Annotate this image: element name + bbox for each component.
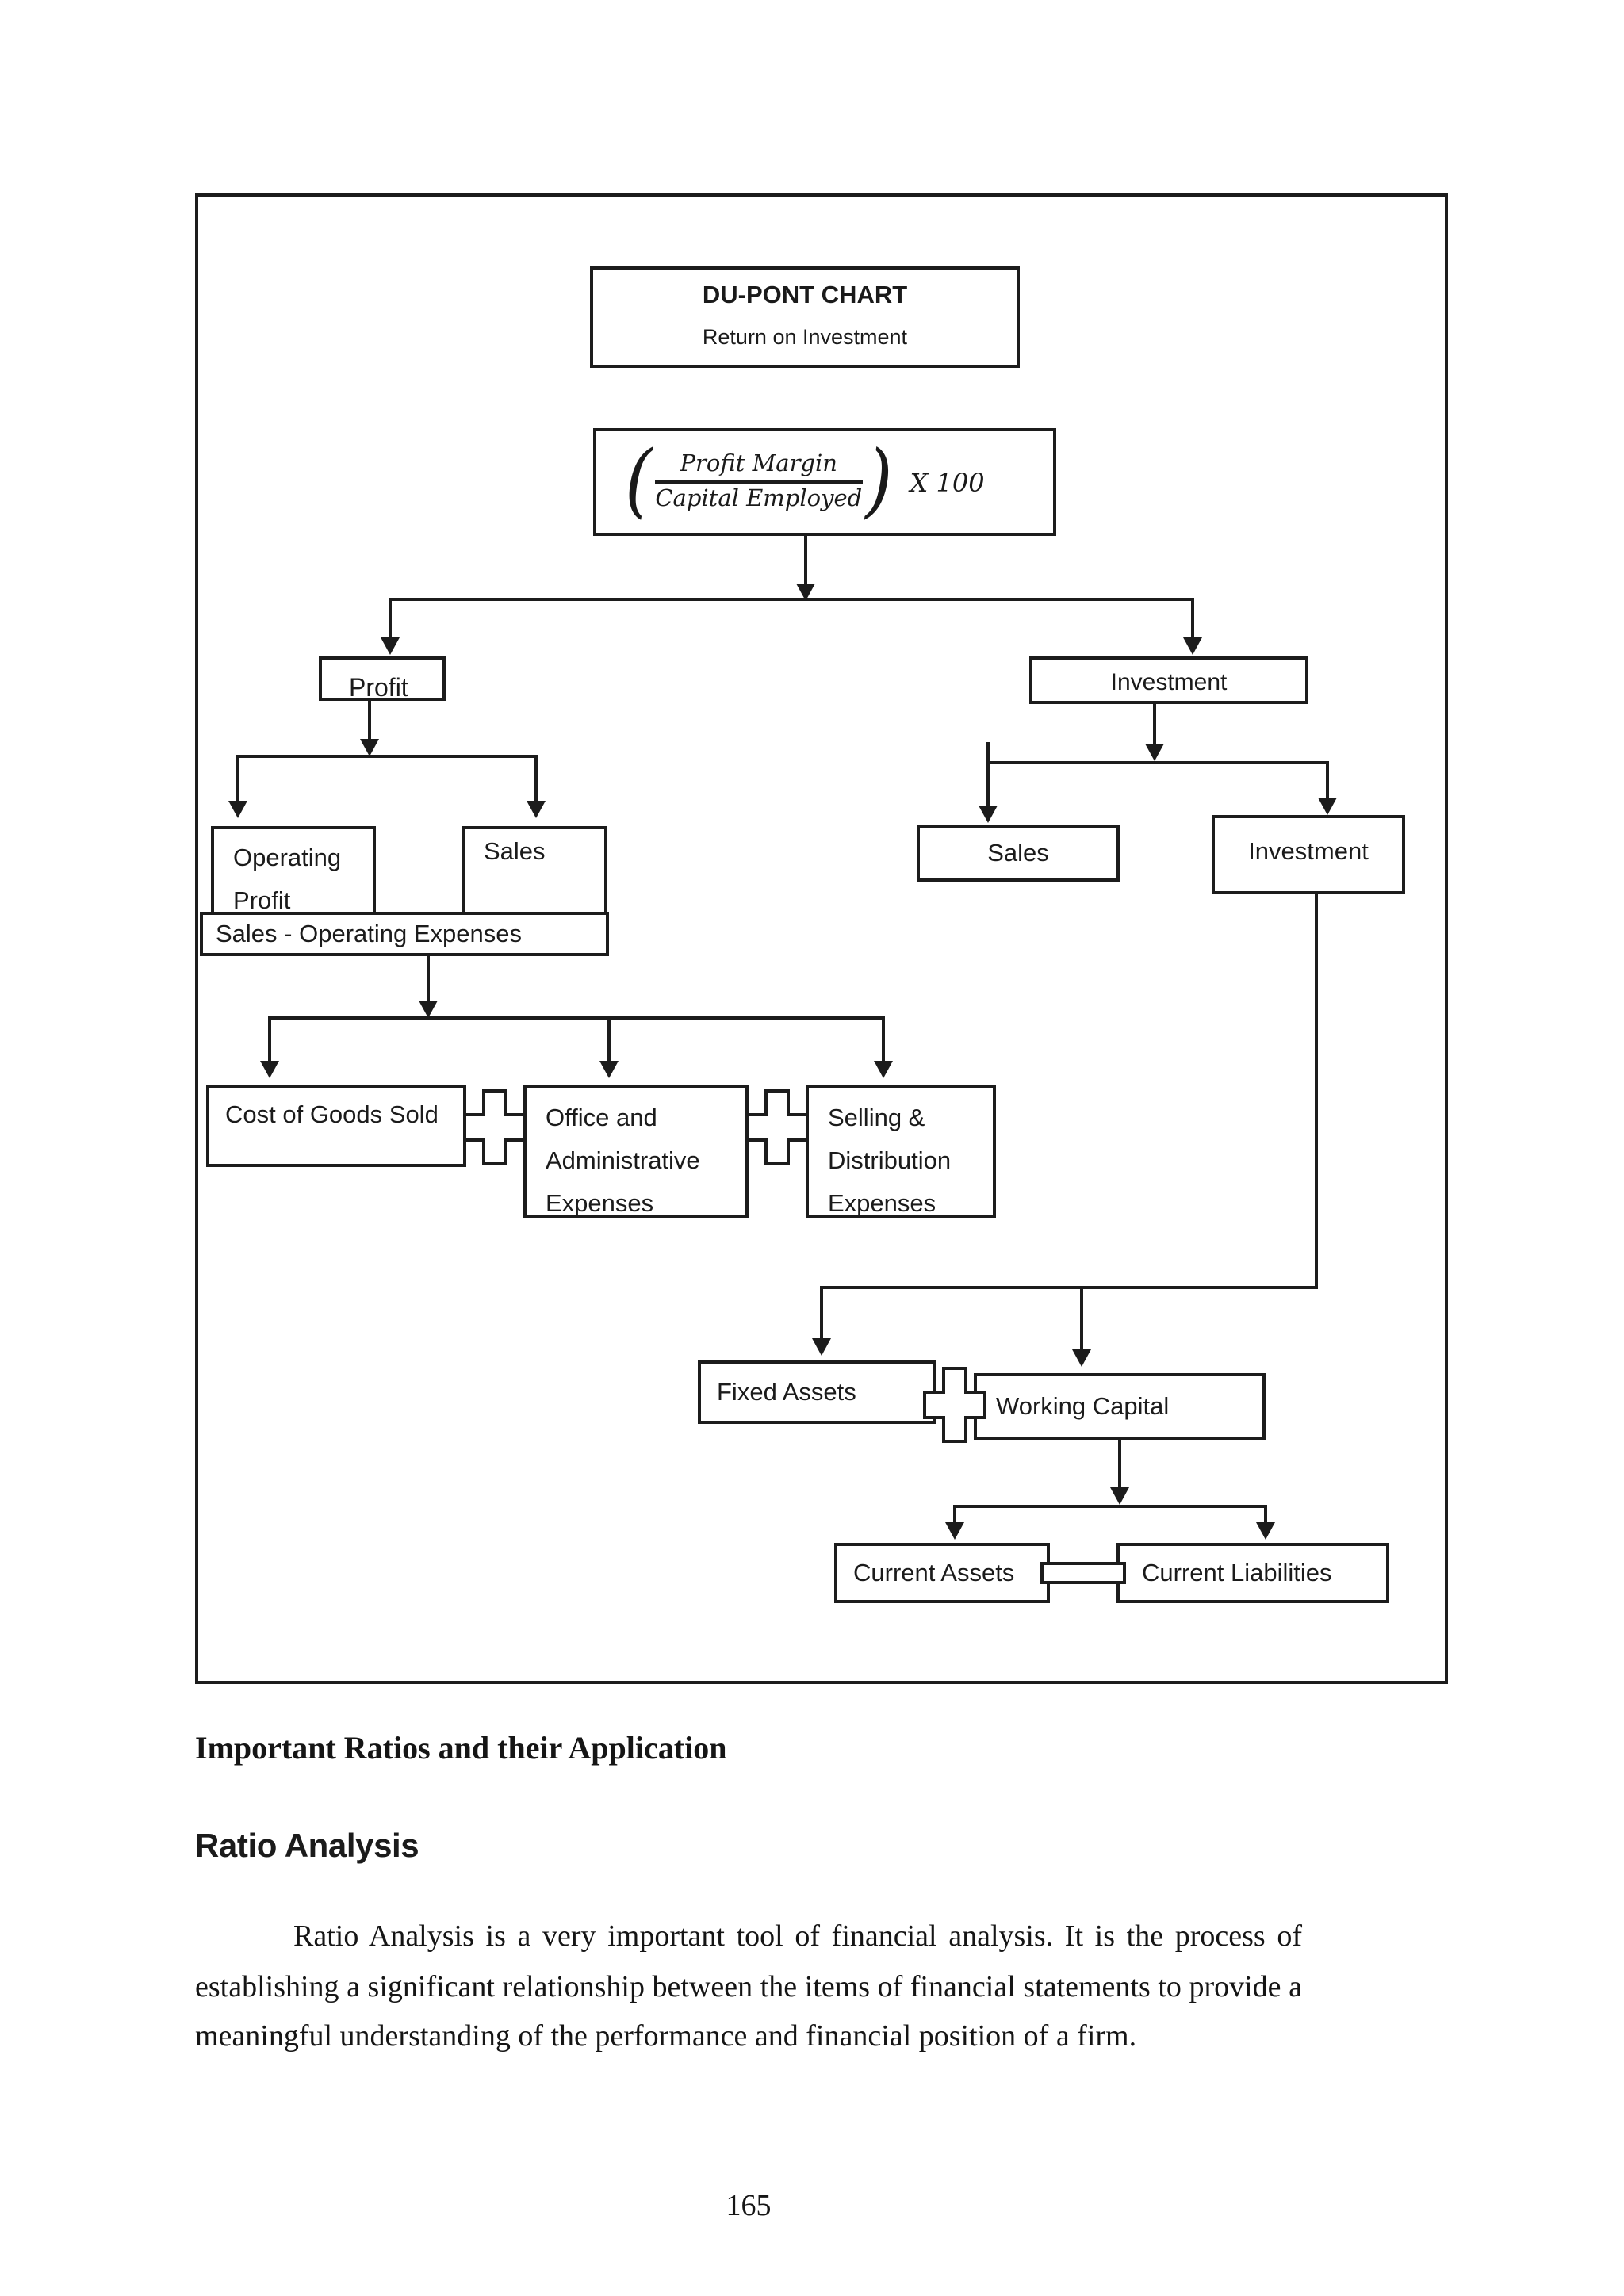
- connector-line: [804, 536, 807, 596]
- arrowhead-icon: [599, 1061, 619, 1078]
- plus-connector-icon: [923, 1367, 986, 1443]
- open-paren: (: [625, 434, 653, 528]
- connector-line: [953, 1505, 956, 1525]
- connector-line: [427, 956, 430, 1007]
- arrowhead-icon: [527, 801, 546, 818]
- node-sales-left-label: Sales: [484, 839, 546, 866]
- connector-line: [607, 1016, 611, 1064]
- arrowhead-icon: [1318, 798, 1337, 815]
- node-sales-minus-opex-label: Sales - Operating Expenses: [216, 921, 522, 948]
- arrowhead-icon: [228, 801, 247, 818]
- node-current-liabilities: Current Liabilities: [1116, 1543, 1389, 1603]
- node-current-liabilities-label: Current Liabilities: [1142, 1560, 1332, 1587]
- connector-line: [236, 755, 538, 758]
- node-sales-right: Sales: [917, 825, 1120, 882]
- connector-line: [986, 761, 1329, 764]
- formula-multiplier: X 100: [910, 467, 985, 497]
- node-working-capital-label: Working Capital: [996, 1394, 1170, 1421]
- node-current-assets-label: Current Assets: [853, 1560, 1015, 1587]
- connector-line: [1153, 704, 1156, 748]
- arrowhead-icon: [1145, 744, 1164, 761]
- body-paragraph: Ratio Analysis is a very important tool …: [195, 1920, 1302, 2053]
- node-investment-top-label: Investment: [1110, 669, 1228, 696]
- node-working-capital: Working Capital: [974, 1373, 1266, 1440]
- node-investment-sub-label: Investment: [1248, 839, 1369, 866]
- section-heading: Important Ratios and their Application: [195, 1732, 727, 1766]
- connector-line: [986, 761, 990, 812]
- connector-line: [236, 755, 239, 804]
- connector-line: [986, 742, 990, 761]
- close-paren: ): [865, 434, 893, 528]
- connector-line: [534, 755, 538, 804]
- connector-line: [368, 701, 371, 744]
- formula-fraction: Profit Margin Capital Employed: [655, 452, 863, 512]
- minus-connector-icon: [1040, 1562, 1126, 1584]
- node-sales-right-label: Sales: [987, 840, 1049, 867]
- node-fixed-assets: Fixed Assets: [698, 1360, 936, 1424]
- arrowhead-icon: [979, 806, 998, 823]
- connector-line: [820, 1286, 1318, 1289]
- diagram-subtitle: Return on Investment: [702, 325, 908, 349]
- node-fixed-assets-label: Fixed Assets: [717, 1380, 856, 1406]
- formula-denominator: Capital Employed: [655, 487, 863, 512]
- node-profit-label: Profit: [349, 675, 408, 701]
- node-sales-minus-operating-expenses: Sales - Operating Expenses: [200, 912, 609, 956]
- arrowhead-icon: [381, 637, 400, 655]
- fraction-bar: [655, 480, 863, 484]
- arrowhead-icon: [1110, 1487, 1129, 1505]
- diagram-frame: [195, 193, 1448, 1684]
- node-office-admin-expenses: Office and Administrative Expenses: [523, 1085, 749, 1218]
- connector-line: [1080, 1286, 1083, 1353]
- page-number: 165: [726, 2190, 772, 2223]
- dupont-title-box: DU-PONT CHART Return on Investment: [590, 266, 1020, 368]
- arrowhead-icon: [874, 1061, 893, 1078]
- connector-line: [1315, 894, 1318, 1289]
- node-sales-left: Sales: [462, 826, 607, 915]
- arrowhead-icon: [945, 1522, 964, 1540]
- connector-line: [820, 1286, 823, 1341]
- node-cogs-label: Cost of Goods Sold: [225, 1102, 439, 1129]
- connector-line: [268, 1016, 883, 1020]
- arrowhead-icon: [419, 1001, 438, 1018]
- arrowhead-icon: [812, 1338, 831, 1356]
- node-cost-of-goods-sold: Cost of Goods Sold: [206, 1085, 466, 1167]
- node-selling-dist-label: Selling & Distribution Expenses: [828, 1105, 952, 1218]
- arrowhead-icon: [1183, 637, 1202, 655]
- plus-connector-icon: [745, 1089, 809, 1165]
- connector-line: [953, 1505, 1267, 1508]
- connector-line: [268, 1016, 271, 1064]
- connector-line: [1326, 761, 1329, 802]
- connector-line: [882, 1016, 885, 1064]
- plus-connector-icon: [463, 1089, 527, 1165]
- connector-line: [1264, 1505, 1267, 1525]
- node-investment-top: Investment: [1029, 656, 1308, 704]
- node-selling-distribution-expenses: Selling & Distribution Expenses: [806, 1085, 996, 1218]
- connector-line: [1191, 598, 1194, 641]
- roi-formula-box: ( Profit Margin Capital Employed ) X 100: [593, 428, 1056, 536]
- formula-numerator: Profit Margin: [680, 452, 837, 477]
- arrowhead-icon: [1072, 1349, 1091, 1367]
- connector-line: [1118, 1440, 1121, 1494]
- arrowhead-icon: [360, 739, 379, 756]
- node-operating-profit-label: Operating Profit: [233, 845, 342, 915]
- diagram-title: DU-PONT CHART: [702, 282, 908, 309]
- node-operating-profit: Operating Profit: [211, 826, 376, 915]
- node-profit: Profit: [319, 656, 446, 701]
- arrowhead-icon: [260, 1061, 279, 1078]
- node-investment-sub: Investment: [1212, 815, 1405, 894]
- node-current-assets: Current Assets: [834, 1543, 1050, 1603]
- subsection-heading: Ratio Analysis: [195, 1828, 419, 1865]
- connector-line: [389, 598, 392, 641]
- connector-line: [389, 598, 1194, 601]
- arrowhead-icon: [1256, 1522, 1275, 1540]
- arrowhead-icon: [796, 584, 815, 601]
- node-office-admin-label: Office and Administrative Expenses: [546, 1105, 700, 1218]
